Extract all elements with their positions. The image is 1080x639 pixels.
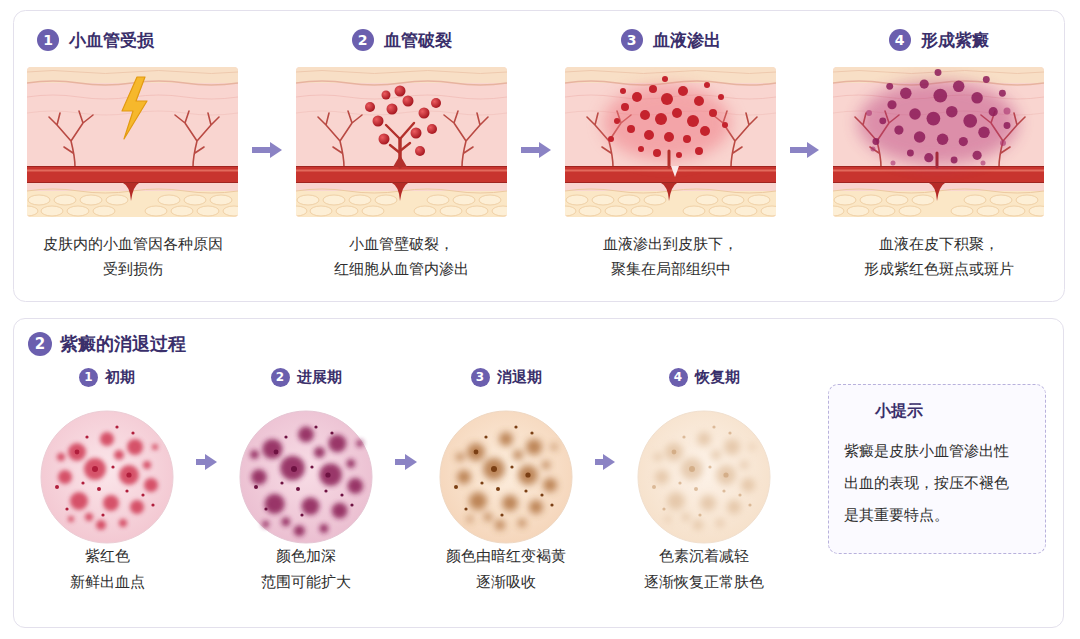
step-number: 1 [37,29,59,51]
skin-illustration [285,67,514,217]
node-header: 4 恢复期 [629,366,779,388]
flow-arrow [595,459,607,465]
skin-layers [27,67,238,217]
process-step: 4 形成紫癜血液在皮下积聚， 形成紫红色斑点或斑片 [833,28,1044,286]
skin-circle [440,411,572,543]
specks [454,425,554,516]
section-panel: 2 紫癜的消退过程 1 初期紫红色 新鲜出血点 2 进展期颜色加深 范围可能扩大 3 消退期颜… [13,318,1064,628]
skin-circle [638,411,770,543]
phase-card: 2 进展期颜色加深 范围可能扩大 [231,365,381,600]
panel-frame [14,11,1065,302]
skin-illustration [822,67,1051,217]
step-description: 皮肤内的小血管因各种原因 受到损伤 [43,232,223,282]
description-box: 紫红色 新鲜出血点 [32,543,182,595]
step-number: 3 [471,368,490,387]
step-description: 紫红色 新鲜出血点 [67,543,148,595]
step-description: 颜色由暗红变褐黄 逐渐吸收 [443,543,569,595]
step-description: 色素沉着减轻 逐渐恢复正常肤色 [641,543,767,595]
ruptured-vessel [386,123,414,167]
section-title: 紫癜的消退过程 [60,332,186,356]
step-title: 血管破裂 [384,29,452,52]
step-number: 4 [669,368,688,387]
red-blood-cells [365,86,441,157]
flow-arrow [790,147,811,153]
spots [654,432,755,530]
node-header: 2 紫癜的消退过程 [28,331,186,357]
node-header: 4 形成紫癜 [833,28,1044,52]
step-title: 消退期 [497,368,542,387]
step-title: 恢复期 [695,368,740,387]
step-description: 颜色加深 范围可能扩大 [258,543,354,595]
skin-layers [833,67,1044,217]
node-header: 1 小血管受损 [37,28,154,52]
description-box: 颜色由暗红变褐黄 逐渐吸收 [431,543,581,595]
description-box: 皮肤内的小血管因各种原因 受到损伤 [27,232,238,282]
step-description: 血液渗出到皮肤下， 聚集在局部组织中 [602,232,739,282]
flow-arrow [252,147,274,153]
process-step: 3 血液渗出血液渗出到皮肤下， 聚集在局部组织中 [565,28,776,286]
step-title: 形成紫癜 [921,29,989,52]
node-header: 2 进展期 [231,366,381,388]
flow-arrow [196,459,209,465]
description-box: 颜色加深 范围可能扩大 [231,543,381,595]
specks [55,425,155,516]
step-title: 小血管受损 [69,29,154,52]
skin-layers [565,67,776,217]
node-header: 2 血管破裂 [296,28,507,52]
step-title: 血液渗出 [653,29,721,52]
flow-arrow [395,459,409,465]
blood-dots [608,76,728,158]
process-step: 2 血管破裂小血管壁破裂， 红细胞从血管内渗出 [296,28,507,286]
skin-circle [240,411,372,543]
phase-card: 4 恢复期色素沉着减轻 逐渐恢复正常肤色 [629,365,779,600]
step-number: 2 [352,29,374,51]
step-number: 2 [28,332,52,356]
flow-arrow [521,147,543,153]
step-number: 1 [79,368,98,387]
tip-title: 小提示 [875,400,923,422]
step-description: 血液在皮下积聚， 形成紫红色斑点或斑片 [863,232,1014,282]
spots [57,432,158,530]
phase-card: 3 消退期颜色由暗红变褐黄 逐渐吸收 [431,365,581,600]
skin-layers [296,67,507,217]
step-number: 3 [621,29,643,51]
description-box: 血液渗出到皮肤下， 聚集在局部组织中 [565,232,776,282]
phase-card: 1 初期紫红色 新鲜出血点 [32,365,182,600]
tip-text: 紫癜是皮肤小血管渗出性 出血的表现，按压不褪色 是其重要特点。 [844,435,1015,531]
description-box: 血液在皮下积聚， 形成紫红色斑点或斑片 [833,232,1044,282]
description-box: 小血管壁破裂， 红细胞从血管内渗出 [296,232,507,282]
tip-box: 小提示紫癜是皮肤小血管渗出性 出血的表现，按压不褪色 是其重要特点。 [828,384,1046,554]
process-step: 1 小血管受损皮肤内的小血管因各种原因 受到损伤 [27,28,238,286]
specks [254,425,354,516]
step-description: 小血管壁破裂， 红细胞从血管内渗出 [333,232,470,282]
skin-circle [41,411,173,543]
specks [652,425,752,516]
spots [456,432,557,530]
purpura-dots [872,69,1010,163]
skin-illustration [554,67,783,217]
description-box: 色素沉着减轻 逐渐恢复正常肤色 [629,543,779,595]
step-number: 2 [271,368,290,387]
step-title: 进展期 [297,368,342,387]
step-number: 4 [889,29,911,51]
node-header: 1 初期 [32,366,182,388]
skin-illustration [16,67,245,217]
step-title: 初期 [105,368,135,387]
node-header: 3 血液渗出 [565,28,776,52]
injury-bolt [122,77,147,139]
spots [250,427,363,537]
node-header: 3 消退期 [431,366,581,388]
